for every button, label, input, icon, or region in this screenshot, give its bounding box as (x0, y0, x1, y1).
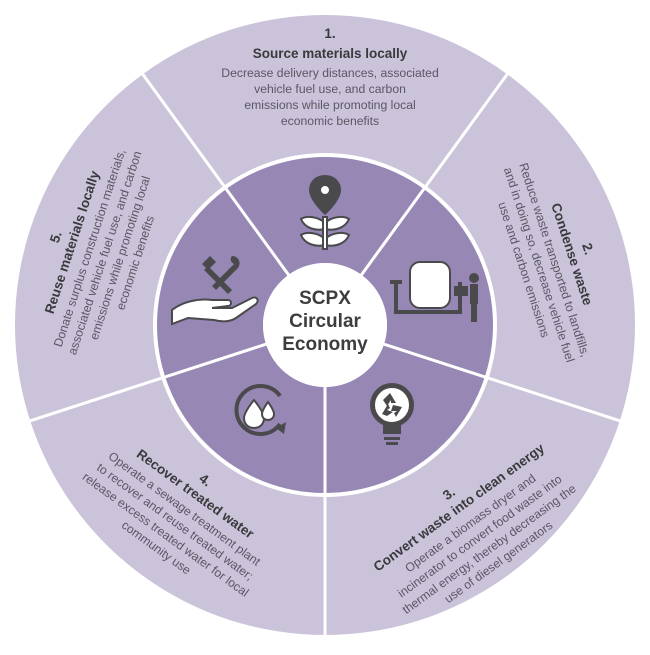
outer-sector-5 (15, 74, 226, 421)
center-line-2: Circular (289, 311, 361, 332)
segment-1-number: 1. (324, 26, 335, 41)
water-cycle-icon (234, 384, 286, 436)
segment-1-body-line: Decrease delivery distances, associated (221, 66, 438, 80)
outer-divider (140, 71, 227, 189)
outer-sector-2 (424, 74, 635, 421)
segment-1-body-line: vehicle fuel use, and carbon (254, 82, 406, 96)
inner-divider (162, 342, 269, 379)
outer-divider (486, 376, 623, 423)
outer-sector-4 (30, 377, 325, 635)
outer-sector-1 (142, 14, 508, 188)
inner-divider (223, 186, 291, 278)
outer-divider (27, 376, 164, 423)
waste-condenser-icon (390, 261, 479, 322)
center-circle (263, 263, 387, 387)
segment-5-number: 5. (47, 229, 65, 244)
location-leaf-icon (299, 175, 351, 250)
segment-1-text: 1. Source materials locally Decrease del… (221, 26, 438, 128)
center-line-1: SCPX (299, 288, 351, 309)
center-line-3: Economy (282, 334, 368, 355)
inner-divider (359, 186, 427, 278)
segment-1-body-line: emissions while promoting local (244, 98, 415, 112)
outer-divider (423, 71, 510, 189)
recycle-bulb-icon (370, 383, 414, 445)
hand-tools-icon (171, 256, 259, 326)
segment-1-title: Source materials locally (253, 46, 408, 61)
segment-1-body-line: economic benefits (281, 114, 379, 128)
segment-2-number: 2. (579, 241, 597, 256)
dividers-layer (27, 71, 623, 637)
outer-sector-3 (325, 377, 620, 635)
inner-divider (381, 342, 488, 379)
